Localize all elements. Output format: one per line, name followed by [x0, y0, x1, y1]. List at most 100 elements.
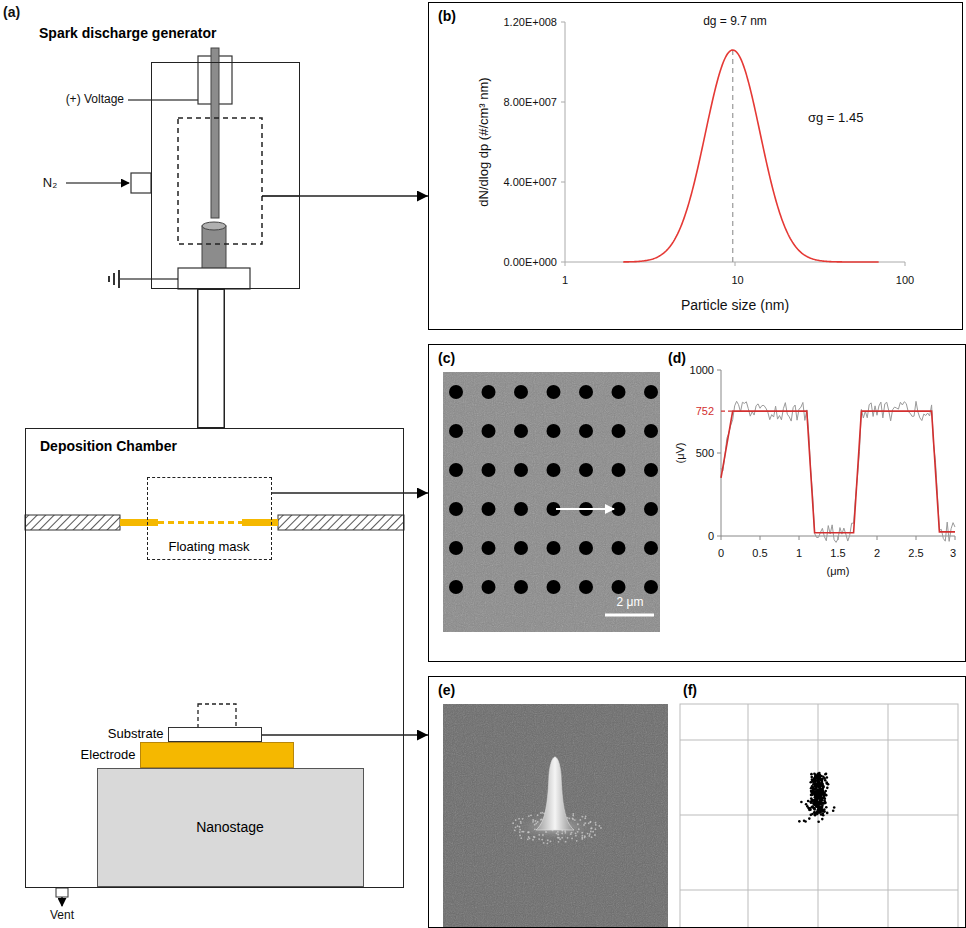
zoom-arrow — [300, 195, 428, 197]
ground-symbol — [113, 273, 115, 285]
zoom-leader — [262, 195, 300, 197]
spark-generator-internals — [66, 48, 300, 289]
tick-label: 2.5 — [908, 547, 923, 560]
deposit-point — [823, 794, 826, 797]
deposit-point — [822, 802, 825, 805]
deposit-point — [814, 792, 817, 795]
panel-label: (e) — [438, 682, 455, 698]
substrate: Substrate — [168, 727, 262, 742]
particle-speck — [567, 837, 569, 839]
scale-bar — [605, 614, 654, 617]
particle-speck — [547, 839, 549, 841]
particle-speck — [581, 816, 583, 818]
deposit-point — [821, 818, 824, 821]
particle-speck — [572, 815, 574, 817]
deposit-point — [817, 776, 820, 779]
particle-speck — [541, 839, 543, 841]
mask-hole — [547, 385, 561, 399]
particle-speck — [534, 828, 536, 830]
tick-label: 752 — [696, 405, 714, 418]
mask-hole — [644, 463, 658, 477]
part-label: Electrode — [81, 747, 141, 762]
mask-hole — [482, 424, 496, 438]
particle-speck — [595, 822, 597, 824]
part-label: Substrate — [108, 727, 169, 742]
deposit-point — [824, 773, 827, 776]
panel-label: (b) — [438, 8, 456, 24]
particle-speck — [517, 825, 519, 827]
deposit-point — [807, 800, 810, 803]
particle-speck — [538, 838, 540, 840]
mask-hole — [482, 541, 496, 555]
mask-holder — [25, 515, 120, 530]
particle-speck — [532, 821, 534, 823]
particle-speck — [574, 819, 576, 821]
deposit-point — [826, 812, 829, 815]
tick-label: 1 — [796, 547, 802, 560]
deposit-point — [816, 780, 819, 783]
deposit-point — [822, 814, 825, 817]
particle-speck — [570, 833, 572, 835]
deposit-point — [821, 785, 824, 788]
particle-speck — [537, 821, 539, 823]
annotation: σg = 1.45 — [808, 111, 863, 126]
mask-hole — [449, 424, 463, 438]
tick-mark — [561, 182, 565, 183]
particle-speck — [543, 842, 545, 844]
deposit-point — [810, 776, 813, 779]
deposit-point — [824, 779, 827, 782]
sem-noise — [443, 704, 668, 928]
particle-speck — [568, 818, 570, 820]
tick-mark — [565, 262, 566, 266]
deposit-point — [817, 803, 820, 806]
vent-port — [56, 888, 68, 897]
tick-label: 1.20E+008 — [503, 16, 557, 29]
grid-line — [680, 890, 958, 891]
particle-speck — [595, 824, 597, 826]
deposit-point — [800, 801, 803, 804]
tick-label: 10 — [731, 274, 743, 287]
mask-hole — [482, 580, 496, 594]
particle-speck — [588, 822, 590, 824]
deposit-point — [811, 793, 814, 796]
mask-hole — [547, 424, 561, 438]
nanostage: Nanostage — [97, 768, 364, 887]
mask-hole — [644, 385, 658, 399]
tick-mark — [916, 536, 917, 540]
deposit-point — [817, 786, 820, 789]
mask-holder — [278, 515, 404, 530]
zoom-region — [178, 118, 262, 244]
chamber-internals — [25, 515, 404, 906]
tick-mark — [717, 370, 721, 371]
particle-speck — [537, 814, 539, 816]
particle-speck — [565, 841, 567, 843]
particle-speck — [534, 824, 536, 826]
particle-speck — [587, 833, 589, 835]
particle-speck — [540, 819, 542, 821]
particle-speck — [550, 841, 552, 843]
mask-hole — [449, 580, 463, 594]
deposit-point — [810, 797, 813, 800]
particle-speck — [589, 833, 591, 835]
grid-line — [748, 704, 749, 928]
tick-mark — [717, 453, 721, 454]
particle-speck — [519, 826, 521, 828]
tick-label: 1.5 — [830, 547, 845, 560]
particle-speck — [514, 829, 516, 831]
particle-speck — [528, 836, 530, 838]
particle-speck — [512, 822, 514, 824]
mask-hole — [644, 502, 658, 516]
mask-hole — [547, 541, 561, 555]
particle-speck — [581, 832, 583, 834]
particle-speck — [527, 838, 529, 840]
mask-hole — [514, 424, 528, 438]
sem-image — [443, 704, 668, 928]
particle-speck — [578, 828, 580, 830]
part-label: Nanostage — [196, 819, 264, 835]
transfer-pipe — [197, 289, 225, 428]
particle-speck — [534, 836, 536, 838]
transfer-pipe-bore — [199, 290, 224, 427]
axis-title: (μV) — [674, 442, 687, 463]
particle-speck — [584, 837, 586, 839]
particle-speck — [520, 837, 522, 839]
